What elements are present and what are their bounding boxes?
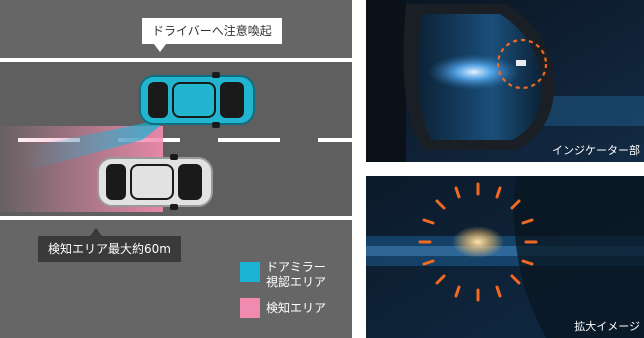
- road-edge-bottom: [0, 216, 352, 220]
- zoom-photo-image: [366, 176, 644, 338]
- host-vehicle: [139, 72, 255, 128]
- indicator-highlight-circle: [496, 38, 548, 90]
- legend-item-detection-area: 検知エリア: [240, 296, 326, 320]
- alert-burst: [418, 182, 538, 302]
- legend-label: ドアミラー: [266, 260, 326, 274]
- lane-dash: [218, 138, 280, 142]
- legend-swatch-pink: [240, 298, 260, 318]
- legend-swatch-blue: [240, 262, 260, 282]
- blind-spot-diagram: ドライバーへ注意喚起 検知エリア最大約60m ドアミラー 視認エリア 検知エリア: [0, 0, 352, 338]
- mirror-visibility-area: [22, 118, 170, 172]
- mirror-photo-image: [366, 0, 644, 162]
- approaching-vehicle: [97, 154, 213, 210]
- photo-caption: 拡大イメージ: [574, 320, 640, 333]
- driver-alert-callout: ドライバーへ注意喚起: [142, 18, 282, 52]
- zoom-photo: 拡大イメージ: [366, 176, 644, 338]
- detection-range-callout: 検知エリア最大約60m: [38, 228, 181, 262]
- lane-dash: [318, 138, 352, 142]
- indicator-photo: インジケーター部: [366, 0, 644, 162]
- legend-label: 視認エリア: [266, 275, 327, 289]
- photo-caption: インジケーター部: [552, 144, 640, 157]
- legend-label: 検知エリア: [266, 301, 327, 315]
- legend-item-mirror-area: ドアミラー 視認エリア: [240, 260, 326, 290]
- road-edge-top: [0, 58, 352, 62]
